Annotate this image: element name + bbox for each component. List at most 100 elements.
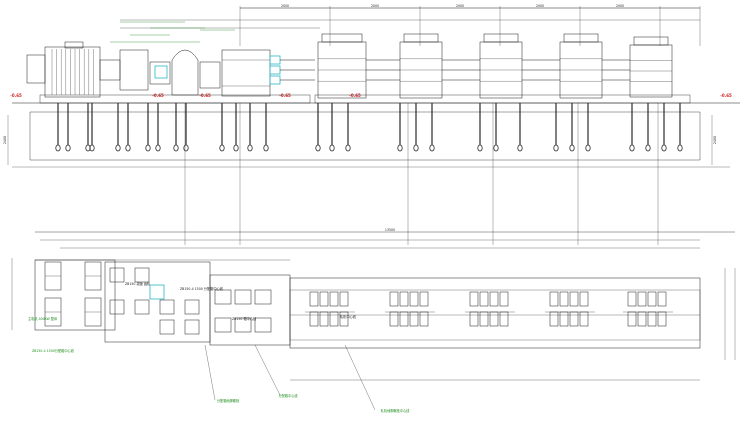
stand-anchor-pocket bbox=[399, 311, 409, 327]
anchor-bolt-hook bbox=[645, 144, 651, 152]
stand-anchor-pocket bbox=[389, 311, 399, 327]
mill-stand-top bbox=[321, 33, 363, 43]
equipment-base bbox=[39, 94, 311, 104]
stand-anchor-pocket bbox=[657, 311, 667, 327]
motor-terminal-box bbox=[64, 41, 84, 49]
mill-stand-top bbox=[483, 33, 519, 43]
anchor-bolt-hook bbox=[677, 144, 683, 152]
anchor-pocket bbox=[234, 289, 252, 305]
stand-anchor-pocket bbox=[489, 311, 499, 327]
level-mark: -0.65 bbox=[152, 93, 164, 98]
anchor-bolt-hook bbox=[125, 144, 131, 152]
cyan-shaft-coupling bbox=[269, 75, 281, 85]
stand-anchor-pocket bbox=[469, 311, 479, 327]
level-mark: -0.65 bbox=[199, 93, 211, 98]
motor-end-cover bbox=[26, 54, 46, 84]
stand-anchor-pocket bbox=[569, 311, 579, 327]
stand-anchor-pocket bbox=[479, 311, 489, 327]
anchor-pocket bbox=[254, 289, 272, 305]
anchor-bolt-hook bbox=[493, 144, 499, 152]
anchor-pocket bbox=[159, 319, 175, 335]
anchor-pocket bbox=[214, 289, 232, 305]
mill-stand-top bbox=[403, 33, 439, 43]
top-dimension-label: 2000 bbox=[456, 4, 464, 8]
stand-anchor-pocket bbox=[559, 291, 569, 307]
gearbox-foundation-plan bbox=[104, 261, 211, 343]
stand-anchor-pocket bbox=[419, 291, 429, 307]
anchor-bolt-hook bbox=[661, 144, 667, 152]
stand-anchor-pocket bbox=[637, 311, 647, 327]
anchor-bolt-hook bbox=[219, 144, 225, 152]
anchor-pocket bbox=[184, 299, 200, 315]
stand-anchor-pocket bbox=[637, 291, 647, 307]
stand-anchor-pocket bbox=[627, 311, 637, 327]
anchor-bolt-hook bbox=[183, 144, 189, 152]
leader-line bbox=[204, 344, 216, 401]
stand-anchor-pocket bbox=[499, 311, 509, 327]
anchor-bolt-hook bbox=[345, 144, 351, 152]
plan-note: ZB150 减速 齿轮 bbox=[125, 281, 151, 286]
distribution-foundation-plan bbox=[209, 274, 291, 346]
stand-anchor-pocket bbox=[489, 291, 499, 307]
anchor-bolt-hook bbox=[413, 144, 419, 152]
anchor-pocket bbox=[134, 299, 150, 315]
motor-body bbox=[44, 46, 101, 98]
anchor-bolt-hook bbox=[477, 144, 483, 152]
stand-anchor-pocket bbox=[309, 311, 319, 327]
anchor-bolt-hook bbox=[233, 144, 239, 152]
stand-anchor-pocket bbox=[319, 291, 329, 307]
anchor-pocket bbox=[234, 317, 252, 333]
mill-stand-top bbox=[633, 36, 669, 46]
bottom-label: 分配箱地脚螺栓 bbox=[217, 398, 240, 403]
stand-anchor-pocket bbox=[409, 291, 419, 307]
anchor-bolt-hook bbox=[145, 144, 151, 152]
anchor-bolt-hook bbox=[315, 144, 321, 152]
anchor-pocket bbox=[254, 317, 272, 333]
right-height-label: 2400 bbox=[713, 136, 717, 144]
cyan-pocket bbox=[149, 284, 165, 300]
cyan-shaft-coupling bbox=[269, 65, 281, 75]
stand-anchor-pocket bbox=[419, 311, 429, 327]
level-mark: -0.65 bbox=[720, 93, 732, 98]
stand-anchor-pocket bbox=[309, 291, 319, 307]
stand-anchor-pocket bbox=[579, 291, 589, 307]
cyan-coupling bbox=[154, 65, 168, 79]
top-dimension-label: 2000 bbox=[281, 4, 289, 8]
stand-anchor-pocket bbox=[579, 311, 589, 327]
stand-anchor-pocket bbox=[647, 311, 657, 327]
stand-anchor-pocket bbox=[399, 291, 409, 307]
stand-anchor-pocket bbox=[329, 311, 339, 327]
overall-length-label: 13500 bbox=[385, 228, 395, 232]
stand-anchor-pocket bbox=[499, 291, 509, 307]
motor-foundation-plan bbox=[34, 259, 116, 331]
plan-note: ZB150 箱中心线 bbox=[232, 316, 257, 321]
anchor-pocket bbox=[109, 299, 125, 315]
anchor-bolt-hook bbox=[517, 144, 523, 152]
plan-note: 轧机中心线 bbox=[340, 314, 357, 319]
anchor-pocket bbox=[159, 299, 175, 315]
distribution-box bbox=[221, 49, 271, 97]
anchor-pocket bbox=[109, 267, 125, 283]
stand-anchor-pocket bbox=[329, 291, 339, 307]
top-dimension-label: 2000 bbox=[616, 4, 624, 8]
anchor-bolt-hook bbox=[629, 144, 635, 152]
anchor-bolt-hook bbox=[263, 144, 269, 152]
stand-anchor-pocket bbox=[409, 311, 419, 327]
level-mark: -0.65 bbox=[279, 93, 291, 98]
reduction-gearbox bbox=[171, 49, 199, 96]
gearbox-coupling bbox=[199, 61, 221, 89]
stand-anchor-pocket bbox=[559, 311, 569, 327]
anchor-bolt-hook bbox=[429, 144, 435, 152]
stand-anchor-pocket bbox=[549, 291, 559, 307]
anchor-bolt-hook bbox=[585, 144, 591, 152]
anchor-bolt-hook bbox=[115, 144, 121, 152]
anchor-bolt-hook bbox=[329, 144, 335, 152]
bottom-label: 分配箱中心线 bbox=[278, 393, 298, 398]
intermediate-gearbox bbox=[119, 49, 149, 91]
anchor-bolt-hook bbox=[55, 144, 61, 152]
level-mark: -0.65 bbox=[10, 93, 22, 98]
left-caption: ZB150-4 1500分配箱中心线 bbox=[32, 348, 75, 353]
level-mark: -0.65 bbox=[349, 93, 361, 98]
leader-line bbox=[254, 344, 281, 396]
